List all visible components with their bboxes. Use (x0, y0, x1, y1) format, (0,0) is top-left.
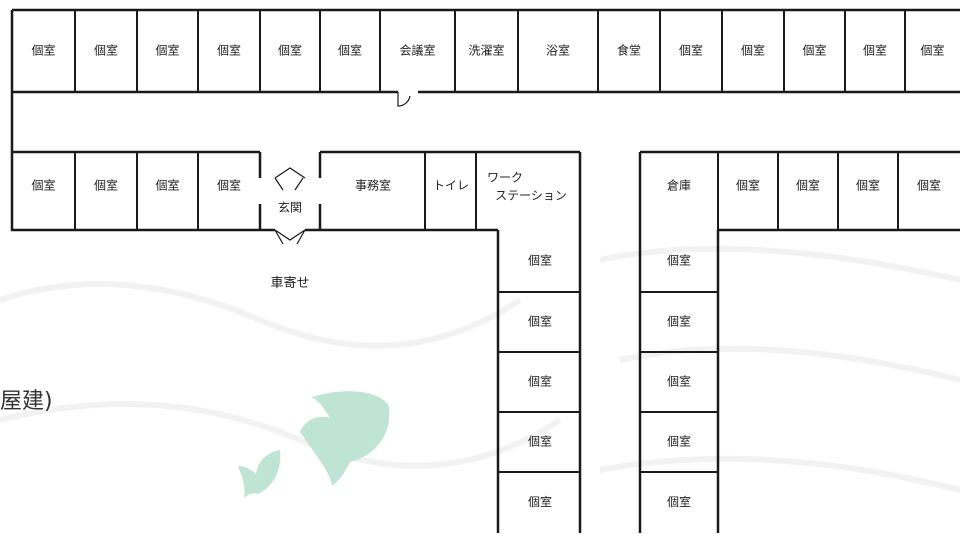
caption-fragment: 屋建) (0, 389, 53, 414)
room-right-1: 個室 (796, 178, 820, 193)
room-wing-right-2: 個室 (667, 374, 691, 389)
background-texture (0, 245, 960, 493)
room-workstation-line1: ワーク (487, 171, 523, 185)
door-swings (274, 92, 411, 245)
room-toilet: トイレ (433, 179, 469, 193)
room-top-1: 個室 (94, 43, 118, 58)
outer-wall-left (10, 10, 260, 232)
room-wing-right-3: 個室 (667, 434, 691, 449)
room-left-3: 個室 (217, 178, 241, 193)
room-top-9: 食堂 (617, 43, 641, 58)
room-right-3: 個室 (917, 178, 941, 193)
room-top-2: 個室 (155, 43, 179, 58)
room-top-8: 浴室 (546, 43, 570, 58)
room-left-1: 個室 (94, 178, 118, 193)
room-wing-left-1: 個室 (528, 314, 552, 329)
room-office: 事務室 (355, 178, 391, 193)
room-labels: 個室個室個室個室個室個室会議室洗濯室浴室食堂個室個室個室個室個室個室個室個室個室… (31, 43, 944, 510)
room-top-6: 会議室 (399, 43, 435, 58)
door-swing-entrance-bottom (274, 229, 306, 245)
room-wing-right-4: 個室 (667, 494, 691, 509)
room-right-2: 個室 (856, 178, 880, 193)
room-entrance: 玄関 (278, 200, 302, 215)
room-wing-left-0: 個室 (528, 253, 552, 268)
bird-large-icon (300, 391, 390, 486)
room-top-11: 個室 (741, 43, 765, 58)
room-top-3: 個室 (217, 43, 241, 58)
room-wing-left-4: 個室 (528, 494, 552, 509)
room-wing-right-0: 個室 (667, 253, 691, 268)
room-wing-right-1: 個室 (667, 314, 691, 329)
room-left-2: 個室 (155, 178, 179, 193)
room-top-7: 洗濯室 (468, 43, 504, 58)
room-top-13: 個室 (863, 43, 887, 58)
room-top-4: 個室 (278, 43, 302, 58)
door-swing-meeting (397, 92, 411, 107)
entrance-walls (258, 152, 498, 232)
right-wing-wall (638, 152, 960, 533)
door-swing-entrance-top (274, 167, 306, 191)
room-dividers (74, 10, 906, 473)
room-top-10: 個室 (679, 43, 703, 58)
room-left-0: 個室 (31, 178, 55, 193)
room-workstation-line2: ステーション (495, 189, 567, 203)
room-right-0: 個室 (736, 178, 760, 193)
room-top-5: 個室 (338, 43, 362, 58)
room-top-14: 個室 (920, 43, 944, 58)
car-porch-label: 車寄せ (270, 275, 309, 291)
room-wing-left-3: 個室 (528, 434, 552, 449)
room-storage: 倉庫 (667, 178, 691, 193)
bird-small-icon (238, 450, 281, 498)
left-wing-wall (496, 152, 582, 533)
room-top-12: 個室 (802, 43, 826, 58)
room-wing-left-2: 個室 (528, 374, 552, 389)
room-top-0: 個室 (31, 43, 55, 58)
